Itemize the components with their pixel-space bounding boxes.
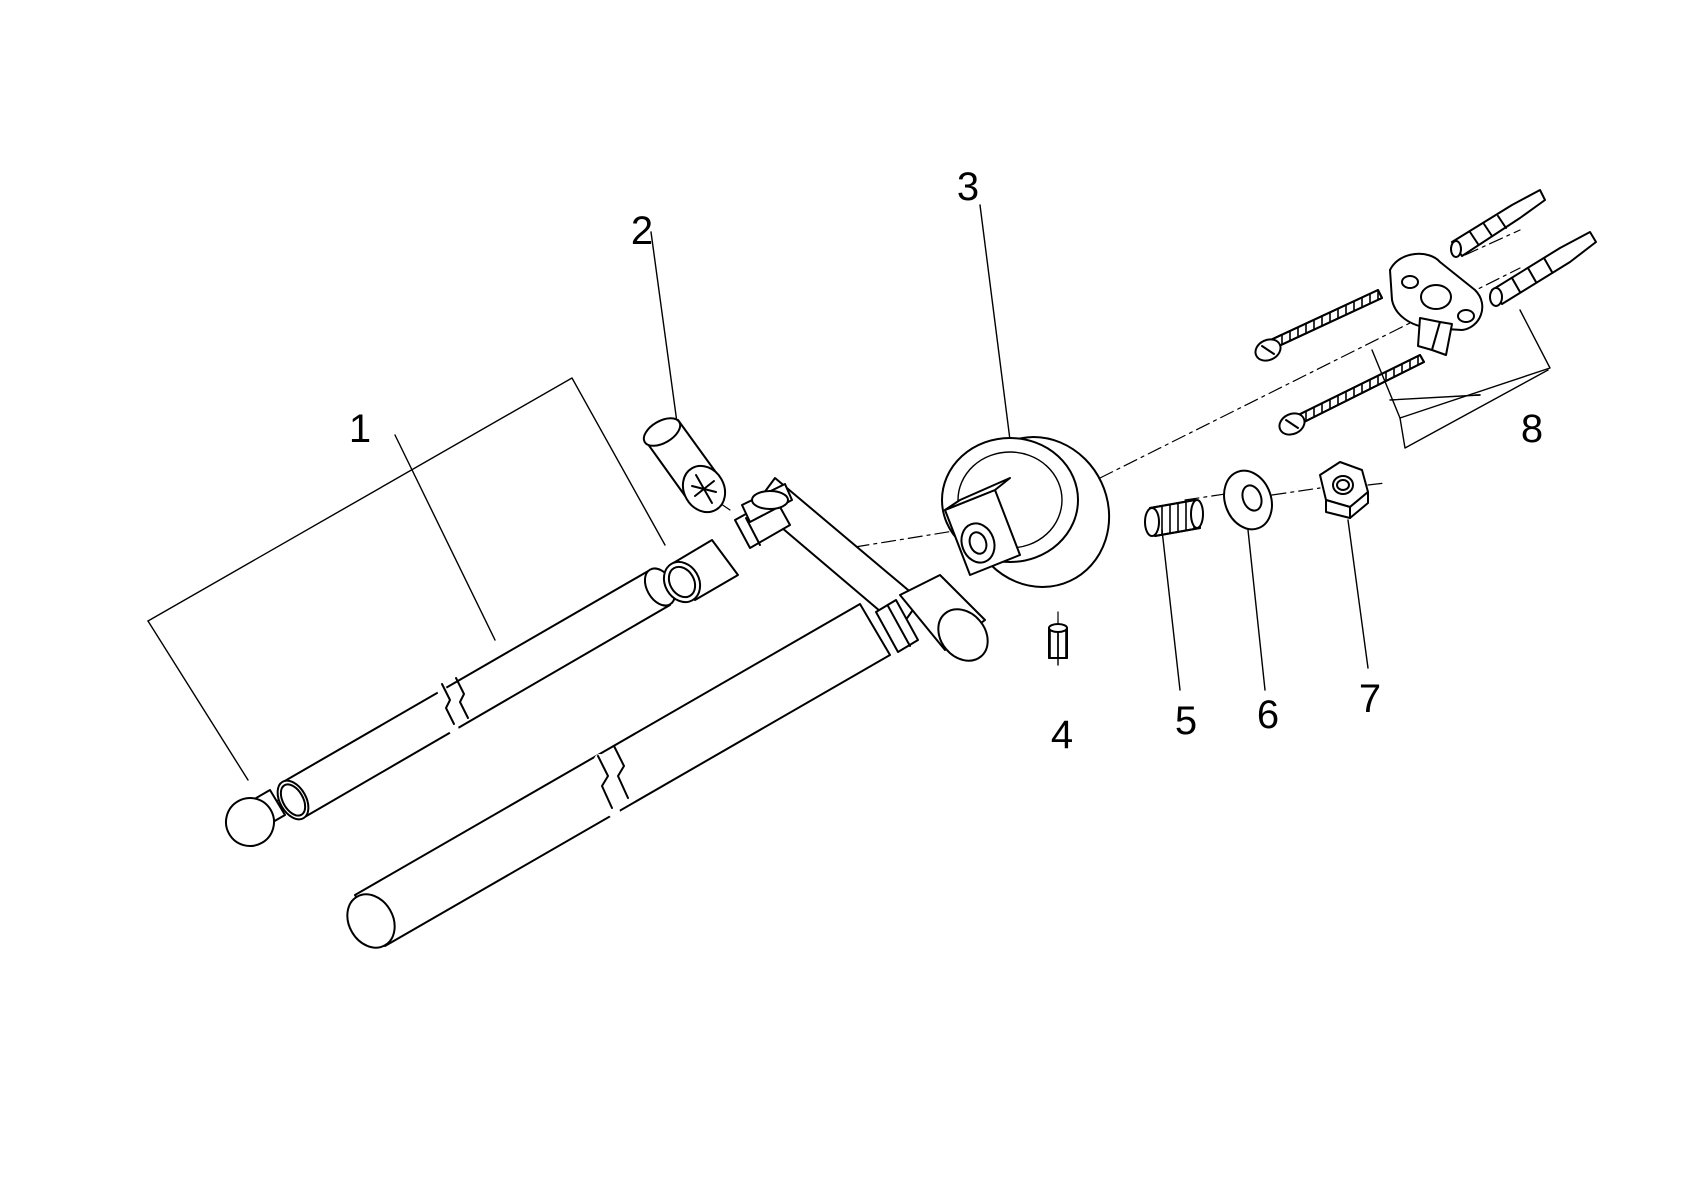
grub-screw	[1048, 623, 1068, 659]
end-cap	[225, 789, 286, 847]
towel-bar-tubes	[225, 567, 891, 949]
callout-5: 5	[1175, 699, 1197, 743]
callout-1: 1	[349, 407, 371, 451]
callout-3: 3	[957, 165, 979, 209]
wood-screws	[1254, 289, 1425, 436]
wall-rosette	[941, 436, 1111, 588]
bushing	[662, 539, 739, 604]
wall-anchors	[1450, 189, 1597, 307]
callout-labels: 1 2 3 4 5 6 7 8	[349, 165, 1543, 757]
hex-nut	[1319, 461, 1369, 519]
callout-4: 4	[1051, 713, 1073, 757]
mounting-plate	[1389, 252, 1484, 356]
callout-8: 8	[1521, 407, 1543, 451]
callout-2: 2	[631, 209, 653, 253]
callout-7: 7	[1359, 677, 1381, 721]
threaded-stud	[1144, 499, 1204, 537]
callout-6: 6	[1257, 693, 1279, 737]
bracket-arm	[734, 477, 989, 662]
washer	[1223, 469, 1273, 531]
sleeve	[642, 417, 727, 514]
